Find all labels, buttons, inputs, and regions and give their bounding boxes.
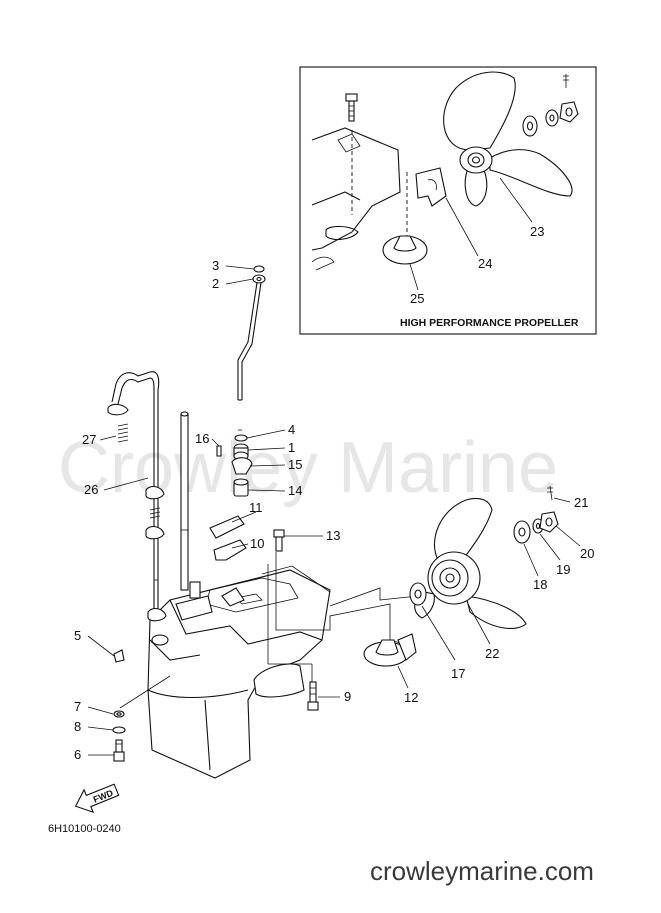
callout-2: 2	[212, 276, 219, 291]
callout-22: 22	[485, 646, 499, 661]
callout-21: 21	[574, 495, 588, 510]
callout-14: 14	[288, 483, 302, 498]
diagram-code: 6H10100-0240	[48, 823, 121, 835]
website-text: crowleymarine.com	[370, 856, 594, 886]
fwd-label: FWD	[92, 788, 115, 805]
callout-9: 9	[344, 689, 351, 704]
callout-8: 8	[74, 719, 81, 734]
inset-washer-nut	[522, 74, 579, 137]
callout-4: 4	[288, 422, 295, 437]
inset-washer-25	[382, 235, 428, 265]
callout-23: 23	[530, 224, 544, 239]
callout-24: 24	[478, 256, 492, 271]
callout-6: 6	[74, 747, 81, 762]
callout-20: 20	[580, 546, 594, 561]
propeller-22	[414, 497, 527, 629]
callout-16: 16	[195, 431, 209, 446]
plate-11-cover-10	[209, 515, 247, 607]
callout-3: 3	[212, 258, 219, 273]
inset-title: HIGH PERFORMANCE PROPELLER	[400, 317, 579, 329]
callout-25: 25	[410, 291, 424, 306]
inset-gearcase-drawing	[311, 127, 408, 271]
callout-19: 19	[556, 562, 570, 577]
pipe-26	[107, 371, 167, 622]
callout-17: 17	[451, 666, 465, 681]
watermark: Crowley Marine	[58, 428, 558, 508]
bolts	[112, 529, 319, 762]
callout-15: 15	[288, 457, 302, 472]
hardware-18-21	[513, 485, 559, 544]
callout-26: 26	[84, 482, 98, 497]
inset-box: HIGH PERFORMANCE PROPELLER	[299, 66, 597, 335]
clips-27	[117, 423, 161, 519]
leader-lines	[87, 265, 581, 756]
seals-grommets	[216, 265, 266, 497]
callout-7: 7	[74, 699, 81, 714]
callout-12: 12	[404, 690, 418, 705]
callout-27: 27	[82, 432, 96, 447]
washer-17-spacer-12	[363, 582, 427, 667]
callout-11: 11	[249, 500, 263, 515]
inset-bolt	[345, 93, 358, 122]
callout-1: 1	[288, 440, 295, 455]
callout-13: 13	[326, 528, 340, 543]
rods	[180, 275, 263, 591]
lower-case-drawing	[147, 565, 331, 779]
callouts: 3 2 4 1 15 14 16 11 10 13 27 26 5 7 8 6 …	[74, 224, 594, 762]
fwd-arrow: FWD	[74, 783, 120, 814]
inset-frame	[299, 66, 597, 335]
callout-18: 18	[533, 577, 547, 592]
callout-10: 10	[250, 536, 264, 551]
callout-5: 5	[74, 628, 81, 643]
inset-spacer-24	[415, 167, 447, 207]
inset-propeller	[443, 71, 573, 207]
